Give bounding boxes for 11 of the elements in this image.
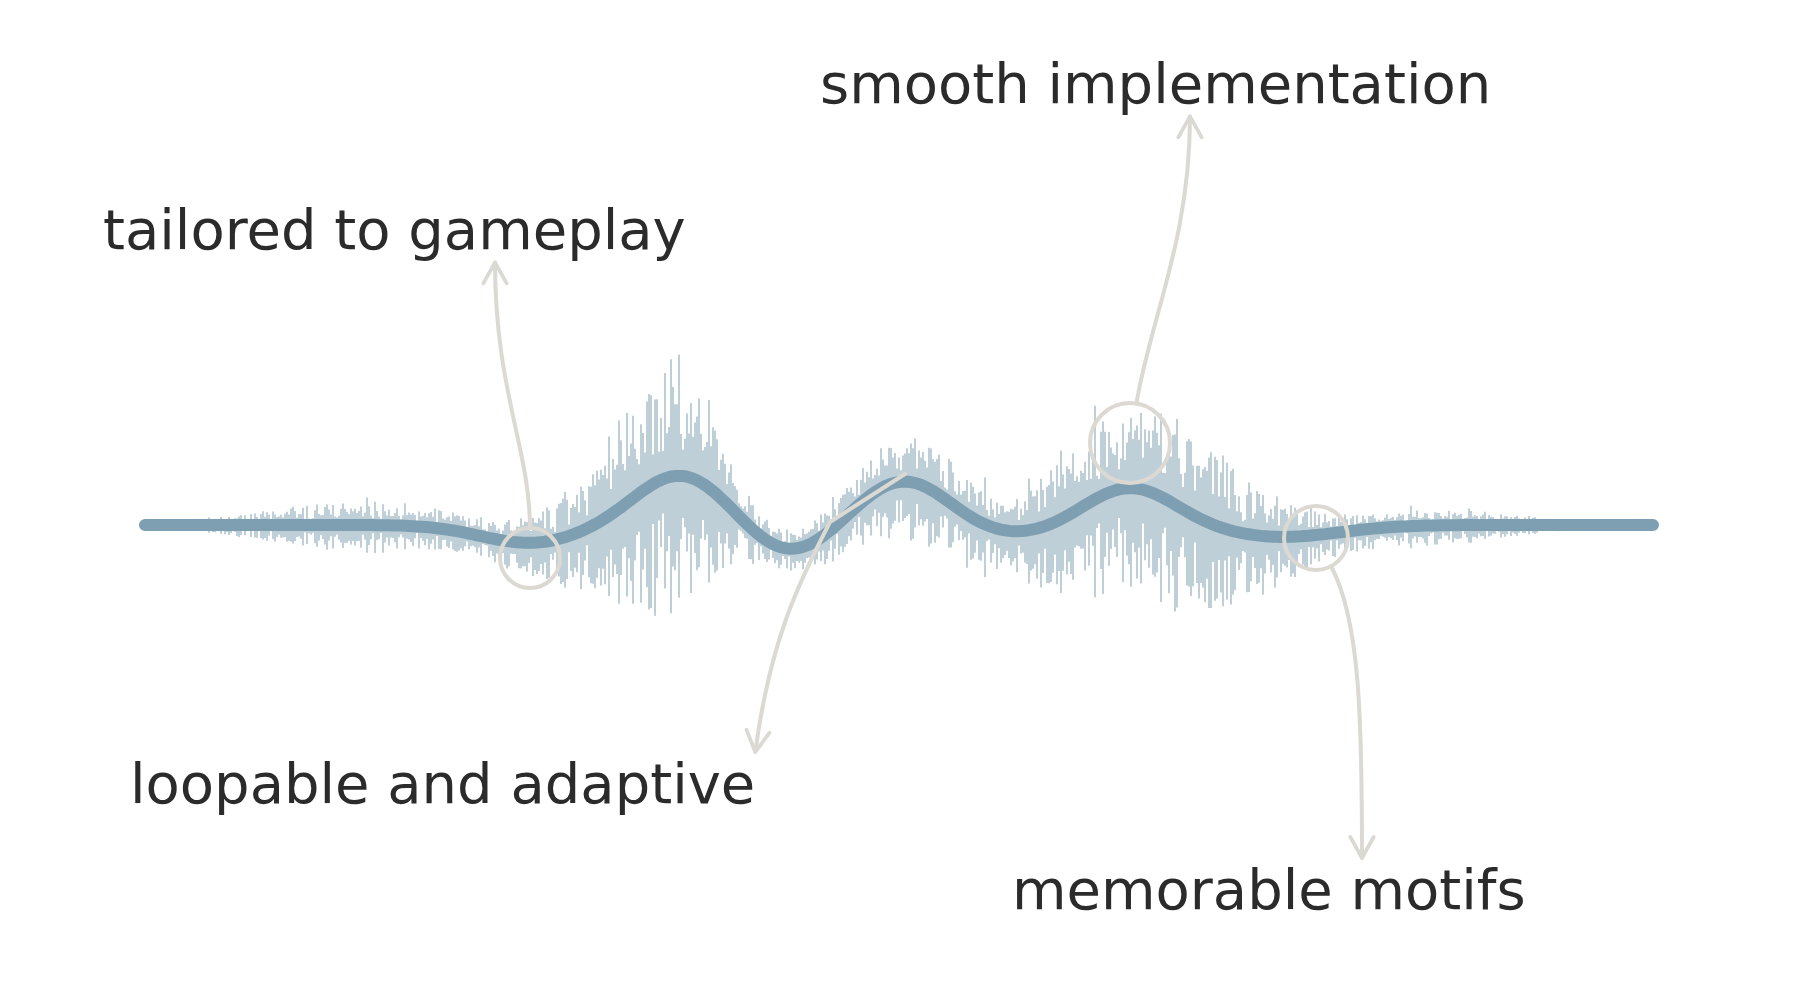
leader-arrow xyxy=(744,472,907,754)
leader-arrow xyxy=(1134,114,1203,406)
highlight-circle xyxy=(1087,400,1173,486)
highlight-circle xyxy=(1281,503,1351,573)
leader-arrow xyxy=(1329,564,1376,860)
feature-label: loopable and adaptive xyxy=(130,752,756,817)
feature-label: tailored to gameplay xyxy=(103,198,686,263)
highlight-circle xyxy=(497,525,563,591)
feature-label: memorable motifs xyxy=(1012,858,1526,923)
feature-label: smooth implementation xyxy=(820,52,1492,117)
waveform-line xyxy=(139,469,1659,555)
